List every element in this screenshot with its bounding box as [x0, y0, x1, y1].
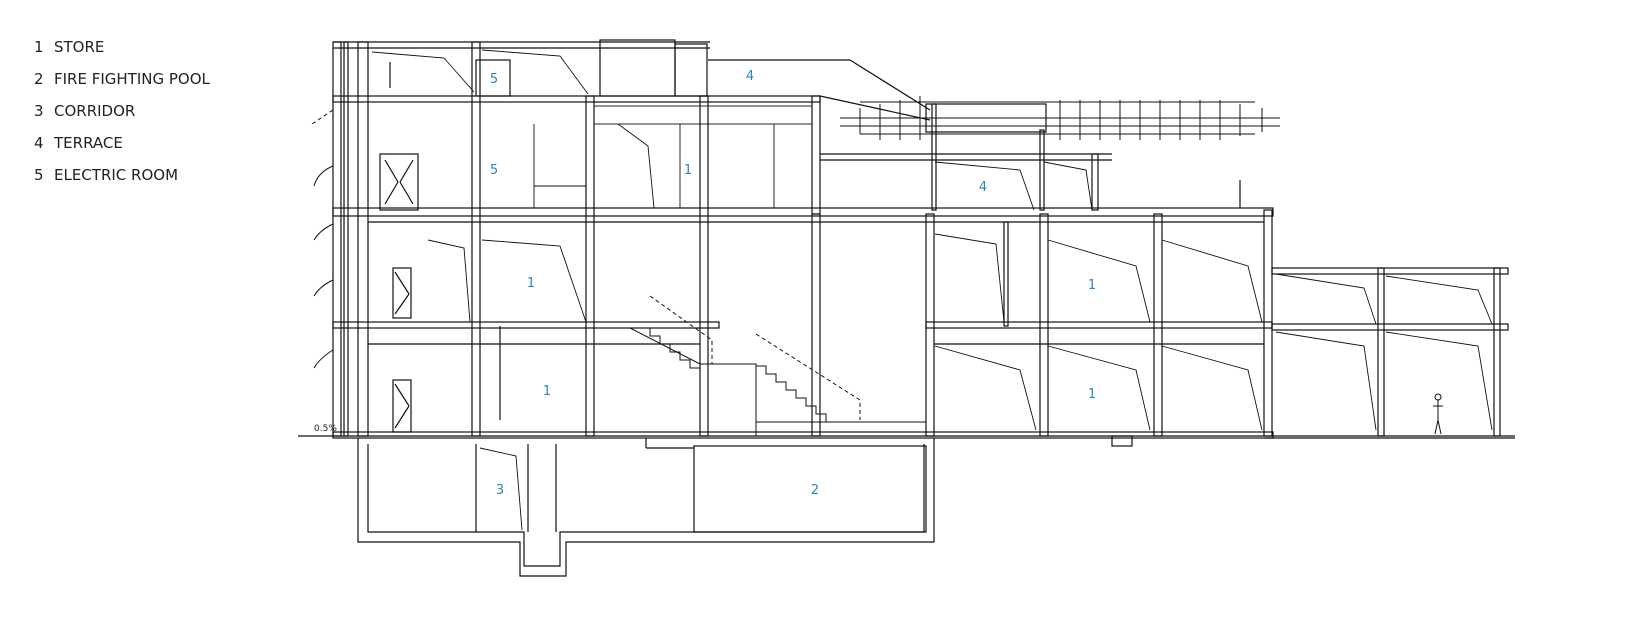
human-figure: [1433, 393, 1443, 435]
room-tag: 5: [490, 163, 498, 178]
stairs: [629, 295, 926, 436]
storage-racks: [371, 49, 1493, 531]
room-tag: 3: [496, 483, 504, 498]
openings: [379, 153, 501, 433]
room-tag: 1: [1088, 387, 1096, 402]
room-tag: 2: [811, 483, 819, 498]
room-tag: 1: [543, 384, 551, 399]
facade-louvres: [311, 109, 334, 369]
level-mark: 0.5%: [314, 424, 337, 434]
canopy-structure: [1271, 267, 1509, 437]
main-structure: [332, 41, 1273, 437]
pergola: [840, 96, 1280, 140]
floor-slabs: [332, 95, 1274, 439]
room-tag: 5: [490, 72, 498, 87]
room-tag: 1: [684, 163, 692, 178]
basement: [357, 435, 1133, 577]
room-tags: 5 4 5 1 4 1 1 1 1 3 2: [490, 69, 1096, 498]
room-tag: 1: [527, 276, 535, 291]
roof-terrace: [389, 39, 1241, 211]
room-tag: 1: [1088, 278, 1096, 293]
room-tag: 4: [979, 180, 987, 195]
room-tag: 4: [746, 69, 754, 84]
